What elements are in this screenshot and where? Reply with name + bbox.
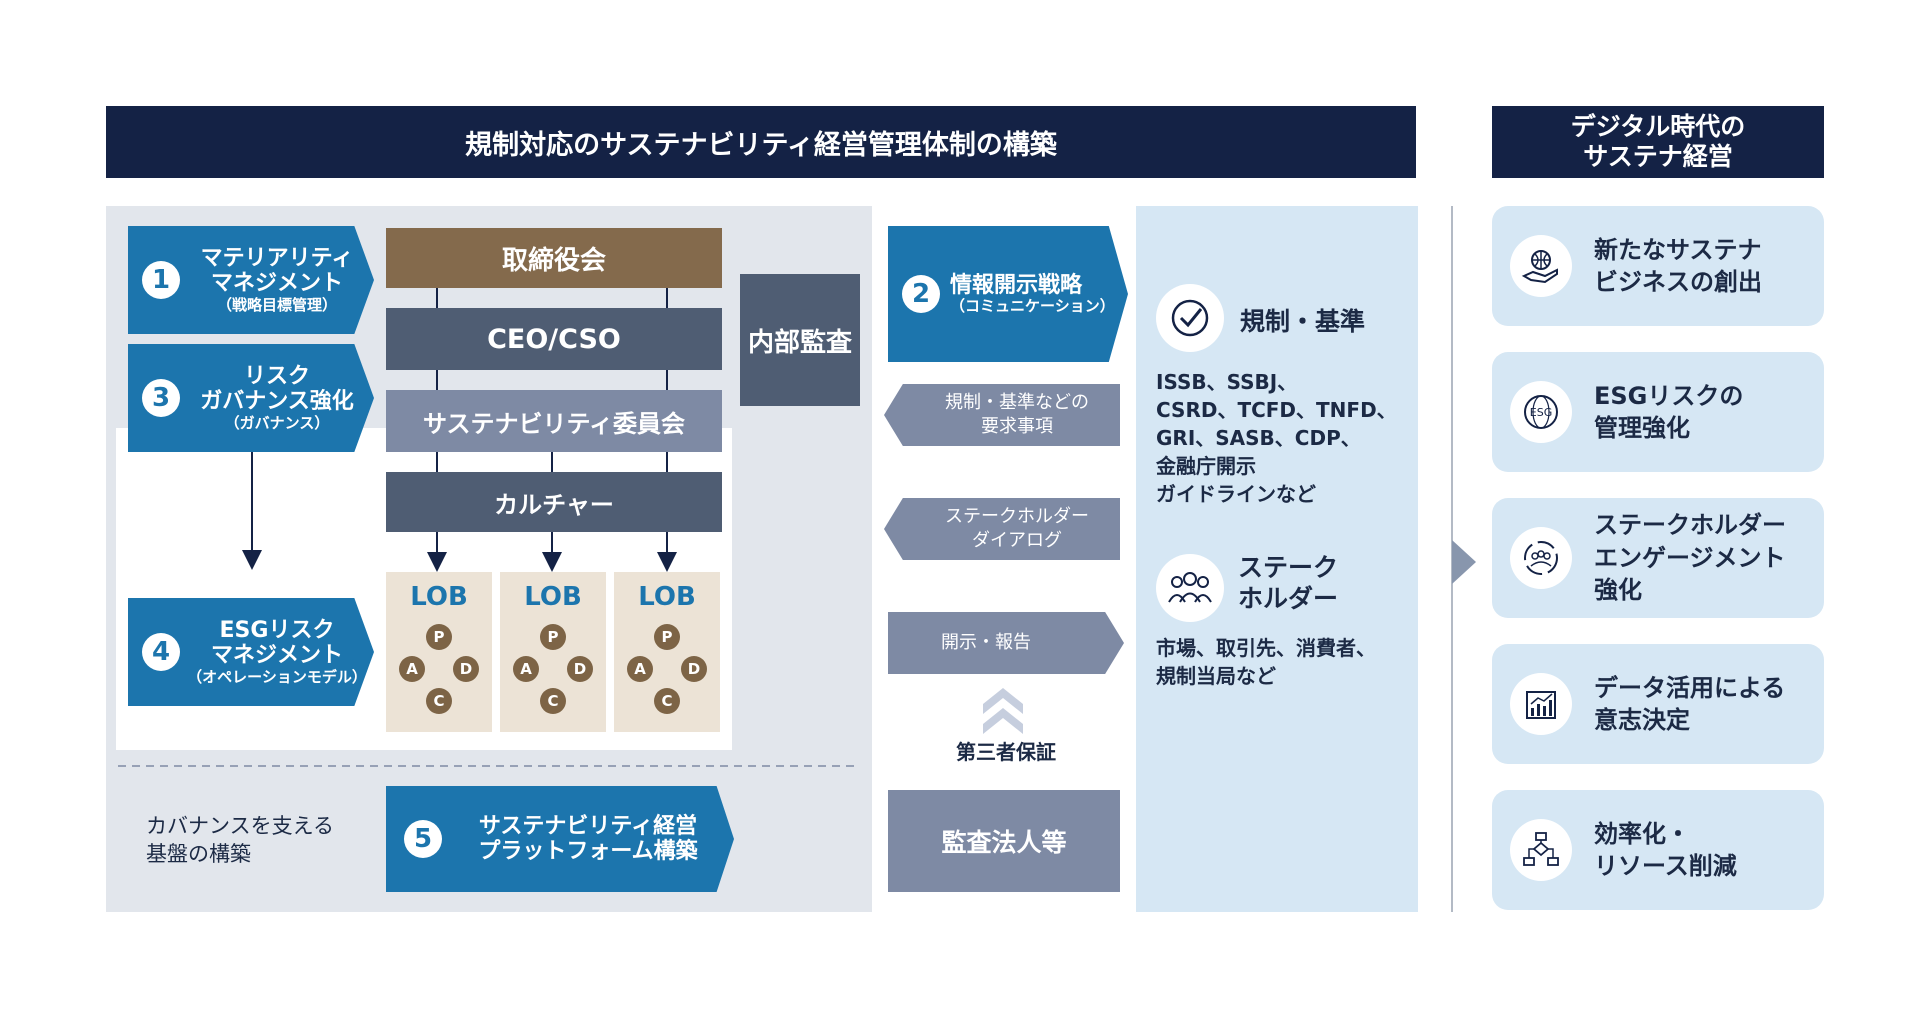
lob-label: LOB — [638, 582, 696, 612]
pdca-p: P — [654, 624, 680, 650]
board-box: 取締役会 — [386, 228, 722, 288]
step-title: リスク ガバナンス強化 — [200, 364, 354, 415]
step-subtitle: （戦略目標管理） — [216, 295, 337, 314]
card-engagement: ステークホルダー エンゲージメント 強化 — [1492, 498, 1824, 618]
ceo-cso-box: CEO/CSO — [386, 308, 722, 370]
pdca-a: A — [627, 656, 653, 682]
check-icon-circle — [1156, 284, 1224, 352]
pdca-d: D — [681, 656, 707, 682]
pdca-cycle: P D C A — [627, 624, 707, 716]
lob-label: LOB — [524, 582, 582, 612]
culture-box: カルチャー — [386, 472, 722, 532]
card-new-business: 新たなサステナ ビジネスの創出 — [1492, 206, 1824, 326]
step-2-disclosure: 2 情報開示戦略（コミュニケーション） — [888, 226, 1128, 362]
pdca-c: C — [540, 688, 566, 714]
board-label: 取締役会 — [501, 245, 606, 276]
internal-audit-box: 内部監査 — [740, 274, 860, 406]
chart-icon — [1510, 673, 1572, 735]
card-text: データ活用による 意志決定 — [1594, 673, 1786, 734]
step-title: ESGリスク マネジメント — [210, 618, 343, 669]
flowchart-icon — [1510, 819, 1572, 881]
lob-label: LOB — [410, 582, 468, 612]
ceo-label: CEO/CSO — [487, 323, 621, 355]
dialog-arrow: ステークホルダー ダイアログ — [884, 498, 1120, 560]
card-efficiency: 効率化・ リソース削減 — [1492, 790, 1824, 910]
culture-label: カルチャー — [494, 490, 614, 519]
pdca-d: D — [567, 656, 593, 682]
step-number: 1 — [142, 261, 180, 299]
pdca-c: C — [654, 688, 680, 714]
requirements-label: 規制・基準などの 要求事項 — [945, 391, 1089, 437]
step-number: 2 — [902, 275, 940, 313]
people-icon — [1168, 572, 1212, 603]
auditor-label: 監査法人等 — [941, 828, 1067, 857]
step-4-esg-risk: 4 ESGリスク マネジメント（オペレーションモデル） — [128, 598, 374, 706]
pdca-cycle: P D C A — [513, 624, 593, 716]
lob-box-2: LOB P D C A — [500, 572, 606, 732]
disclosure-report-arrow: 開示・報告 — [888, 612, 1124, 674]
audit-label: 内部監査 — [747, 327, 852, 358]
step-title: 情報開示戦略 — [950, 272, 1083, 298]
requirements-arrow: 規制・基準などの 要求事項 — [884, 384, 1120, 446]
step-number: 5 — [404, 820, 442, 858]
right-title-bar: デジタル時代の サステナ経営 — [1492, 106, 1824, 178]
card-text: ステークホルダー エンゲージメント 強化 — [1594, 511, 1786, 605]
esg-globe-icon: ESG — [1510, 381, 1572, 443]
step-1-materiality: 1 マテリアリティ マネジメント（戦略目標管理） — [128, 226, 374, 334]
card-esg-risk: ESG ESGリスクの 管理強化 — [1492, 352, 1824, 472]
card-text: 効率化・ リソース削減 — [1594, 819, 1737, 880]
people-cycle-icon — [1510, 527, 1572, 589]
card-data-decision: データ活用による 意志決定 — [1492, 644, 1824, 764]
step-title: マテリアリティ マネジメント — [200, 246, 354, 297]
step-subtitle: （ガバナンス） — [224, 413, 330, 432]
check-icon — [1171, 299, 1209, 337]
pdca-a: A — [399, 656, 425, 682]
step-number: 3 — [142, 379, 180, 417]
pdca-a: A — [513, 656, 539, 682]
stakeholder-title: ステーク ホルダー — [1238, 553, 1339, 614]
up-chevron-icon — [983, 688, 1023, 734]
right-title: デジタル時代の サステナ経営 — [1570, 112, 1746, 171]
auditor-box: 監査法人等 — [888, 790, 1120, 892]
pdca-c: C — [426, 688, 452, 714]
people-icon-circle — [1156, 554, 1224, 622]
third-party-assurance: 第三者保証 — [956, 740, 1056, 764]
main-title: 規制対応のサステナビリティ経営管理体制の構築 — [465, 129, 1057, 161]
lob-box-1: LOB P D C A — [386, 572, 492, 732]
pdca-d: D — [453, 656, 479, 682]
committee-label: サステナビリティ委員会 — [422, 409, 686, 438]
step-subtitle: （オペレーションモデル） — [187, 667, 367, 686]
main-title-bar: 規制対応のサステナビリティ経営管理体制の構築 — [106, 106, 1416, 178]
foundation-label: カバナンスを支える 基盤の構築 — [146, 814, 334, 867]
regulation-list: ISSB、SSBJ、 CSRD、TCFD、TNFD、 GRI、SASB、CDP、… — [1156, 370, 1397, 506]
pdca-p: P — [540, 624, 566, 650]
step-3-risk-governance: 3 リスク ガバナンス強化（ガバナンス） — [128, 344, 374, 452]
pdca-p: P — [426, 624, 452, 650]
disclose-label: 開示・報告 — [941, 631, 1031, 653]
lob-box-3: LOB P D C A — [614, 572, 720, 732]
card-text: 新たなサステナ ビジネスの創出 — [1594, 235, 1762, 296]
card-text: ESGリスクの 管理強化 — [1594, 381, 1744, 442]
committee-box: サステナビリティ委員会 — [386, 390, 722, 452]
globe-hand-icon — [1510, 235, 1572, 297]
regulation-title: 規制・基準 — [1240, 307, 1366, 336]
step-subtitle: （コミュニケーション） — [950, 297, 1115, 316]
step-5-platform: 5 サステナビリティ経営 プラットフォーム構築 — [386, 786, 734, 892]
stakeholder-list: 市場、取引先、消費者、 規制当局など — [1156, 636, 1376, 688]
step-title: サステナビリティ経営 プラットフォーム構築 — [478, 813, 698, 864]
pdca-cycle: P D C A — [399, 624, 479, 716]
step-number: 4 — [142, 633, 180, 671]
dialog-label: ステークホルダー ダイアログ — [945, 505, 1089, 551]
svg-text:ESG: ESG — [1530, 406, 1552, 419]
